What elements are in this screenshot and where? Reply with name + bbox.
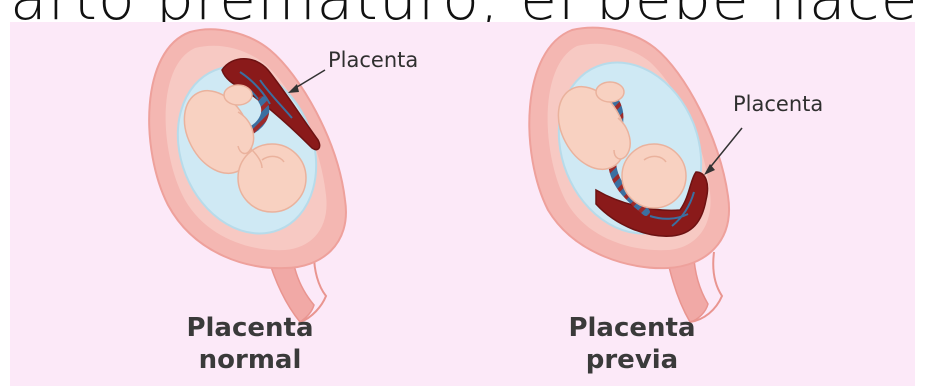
fetus-head-normal (238, 144, 306, 212)
caption-previa: Placenta previa (552, 312, 712, 376)
callout-label-previa: Placenta (733, 92, 823, 116)
caption-normal-line2: normal (170, 344, 330, 376)
caption-previa-line1: Placenta (552, 312, 712, 344)
caption-normal: Placenta normal (170, 312, 330, 376)
caption-previa-line2: previa (552, 344, 712, 376)
callout-label-normal: Placenta (328, 48, 418, 72)
caption-normal-line1: Placenta (170, 312, 330, 344)
fetus-head-previa (622, 144, 686, 208)
